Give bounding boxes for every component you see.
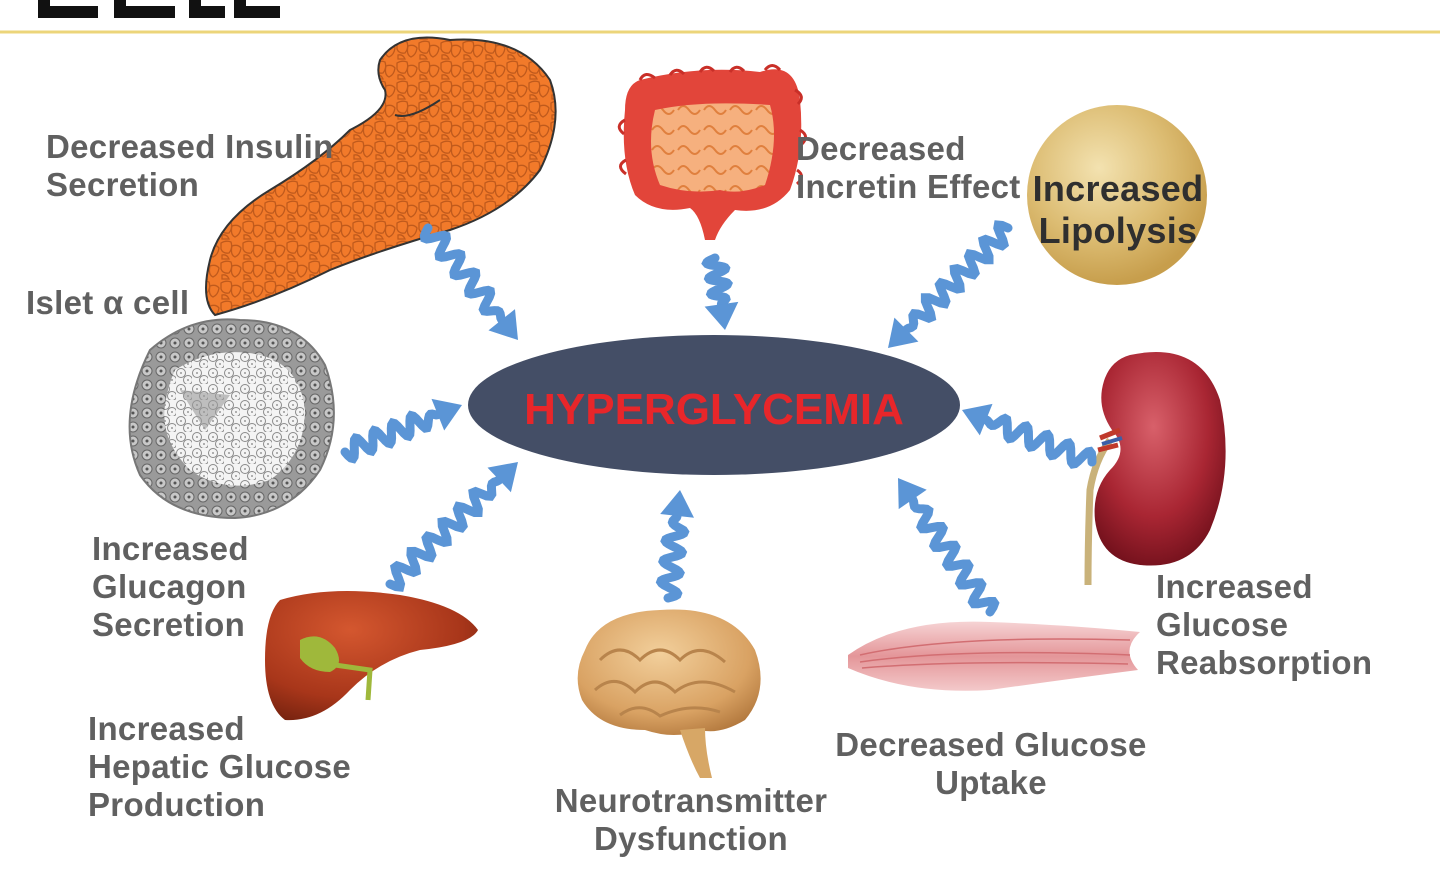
intestine-icon bbox=[617, 64, 807, 240]
muscle-icon bbox=[848, 621, 1140, 691]
arrow-from-intestine-shaft bbox=[701, 253, 733, 309]
pancreas-icon bbox=[205, 36, 557, 317]
arrow-from-liver-head bbox=[487, 462, 518, 493]
fat-cell-icon bbox=[1027, 105, 1207, 285]
brain-icon bbox=[577, 609, 761, 778]
arrow-from-brain-head bbox=[660, 490, 694, 518]
hyperglycemia-ellipse bbox=[468, 335, 960, 475]
arrow-from-islet-head bbox=[431, 398, 462, 431]
header-text-fragment bbox=[38, 0, 280, 18]
arrow-from-intestine-head bbox=[704, 301, 739, 330]
arrow-from-muscle-head bbox=[898, 478, 927, 510]
arrow-from-fat-head bbox=[888, 317, 919, 348]
arrow-from-brain-shaft bbox=[655, 511, 690, 603]
arrow-from-kidney-shaft bbox=[981, 413, 1097, 469]
arrow-group bbox=[340, 220, 1097, 617]
arrow-from-pancreas-head bbox=[488, 309, 518, 340]
kidney-icon bbox=[1084, 352, 1226, 586]
label-islet-alpha-cell: Islet α cell bbox=[26, 284, 190, 321]
hyperglycemia-label: HYPERGLYCEMIA bbox=[524, 385, 904, 434]
arrow-from-liver-shaft bbox=[385, 475, 504, 592]
arrow-from-muscle-shaft bbox=[908, 494, 1000, 617]
arrow-from-kidney-head bbox=[962, 403, 993, 436]
arrow-from-fat-shaft bbox=[901, 220, 1013, 335]
arrow-from-islet-shaft bbox=[340, 409, 443, 464]
liver-icon bbox=[265, 591, 478, 721]
islet-cell-icon bbox=[128, 318, 335, 520]
arrow-from-pancreas-shaft bbox=[419, 223, 507, 325]
